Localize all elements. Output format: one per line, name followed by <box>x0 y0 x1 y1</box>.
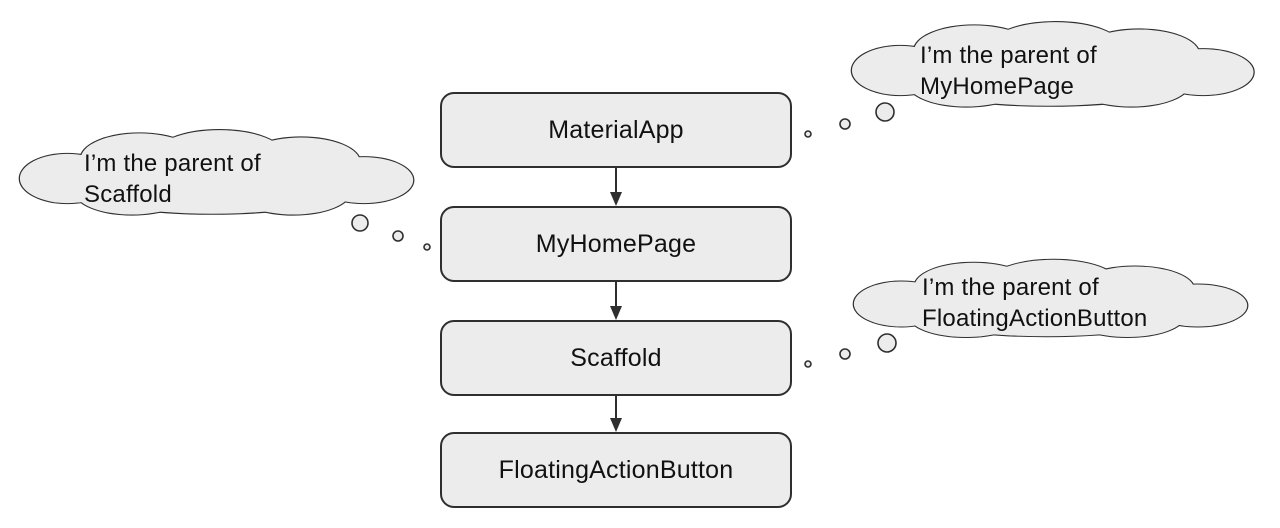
bubble-line: MyHomePage <box>920 73 1075 100</box>
node-floatingactionbutton: FloatingActionButton <box>440 432 792 508</box>
thought-trail-dot <box>804 360 812 368</box>
thought-trail-dot <box>839 118 851 130</box>
thought-trail-dot <box>392 230 404 242</box>
bubble-line: FloatingActionButton <box>922 305 1148 332</box>
thought-trail-dot <box>877 333 897 353</box>
bubble-line: Scaffold <box>84 181 172 208</box>
thought-bubble-text-materialapp: I’m the parent of MyHomePage <box>920 40 1097 102</box>
thought-trail-dot <box>351 214 369 232</box>
thought-bubble-text-myhomepage: I’m the parent of Scaffold <box>84 148 261 210</box>
thought-trail-dot <box>804 130 812 138</box>
bubble-line: I’m the parent of <box>920 42 1097 69</box>
thought-trail-dot <box>875 102 895 122</box>
node-label: Scaffold <box>570 343 662 372</box>
node-label: MaterialApp <box>548 115 684 144</box>
thought-bubble-cloud <box>18 128 431 251</box>
node-label: MyHomePage <box>535 229 697 258</box>
node-label: FloatingActionButton <box>498 455 734 484</box>
node-materialapp: MaterialApp <box>440 92 792 168</box>
arrow-down-icon <box>610 394 622 432</box>
thought-bubble-text-scaffold: I’m the parent of FloatingActionButton <box>922 272 1147 334</box>
arrow-down-icon <box>610 282 622 320</box>
thought-bubble-cloud <box>804 20 1255 138</box>
thought-trail-dot <box>839 348 851 360</box>
node-scaffold: Scaffold <box>440 320 792 396</box>
bubble-line: I’m the parent of <box>84 150 261 177</box>
thought-bubble-cloud <box>804 258 1249 368</box>
node-myhomepage: MyHomePage <box>440 206 792 282</box>
arrow-down-icon <box>610 168 622 206</box>
thought-trail-dot <box>423 243 431 251</box>
bubble-line: I’m the parent of <box>922 274 1099 301</box>
